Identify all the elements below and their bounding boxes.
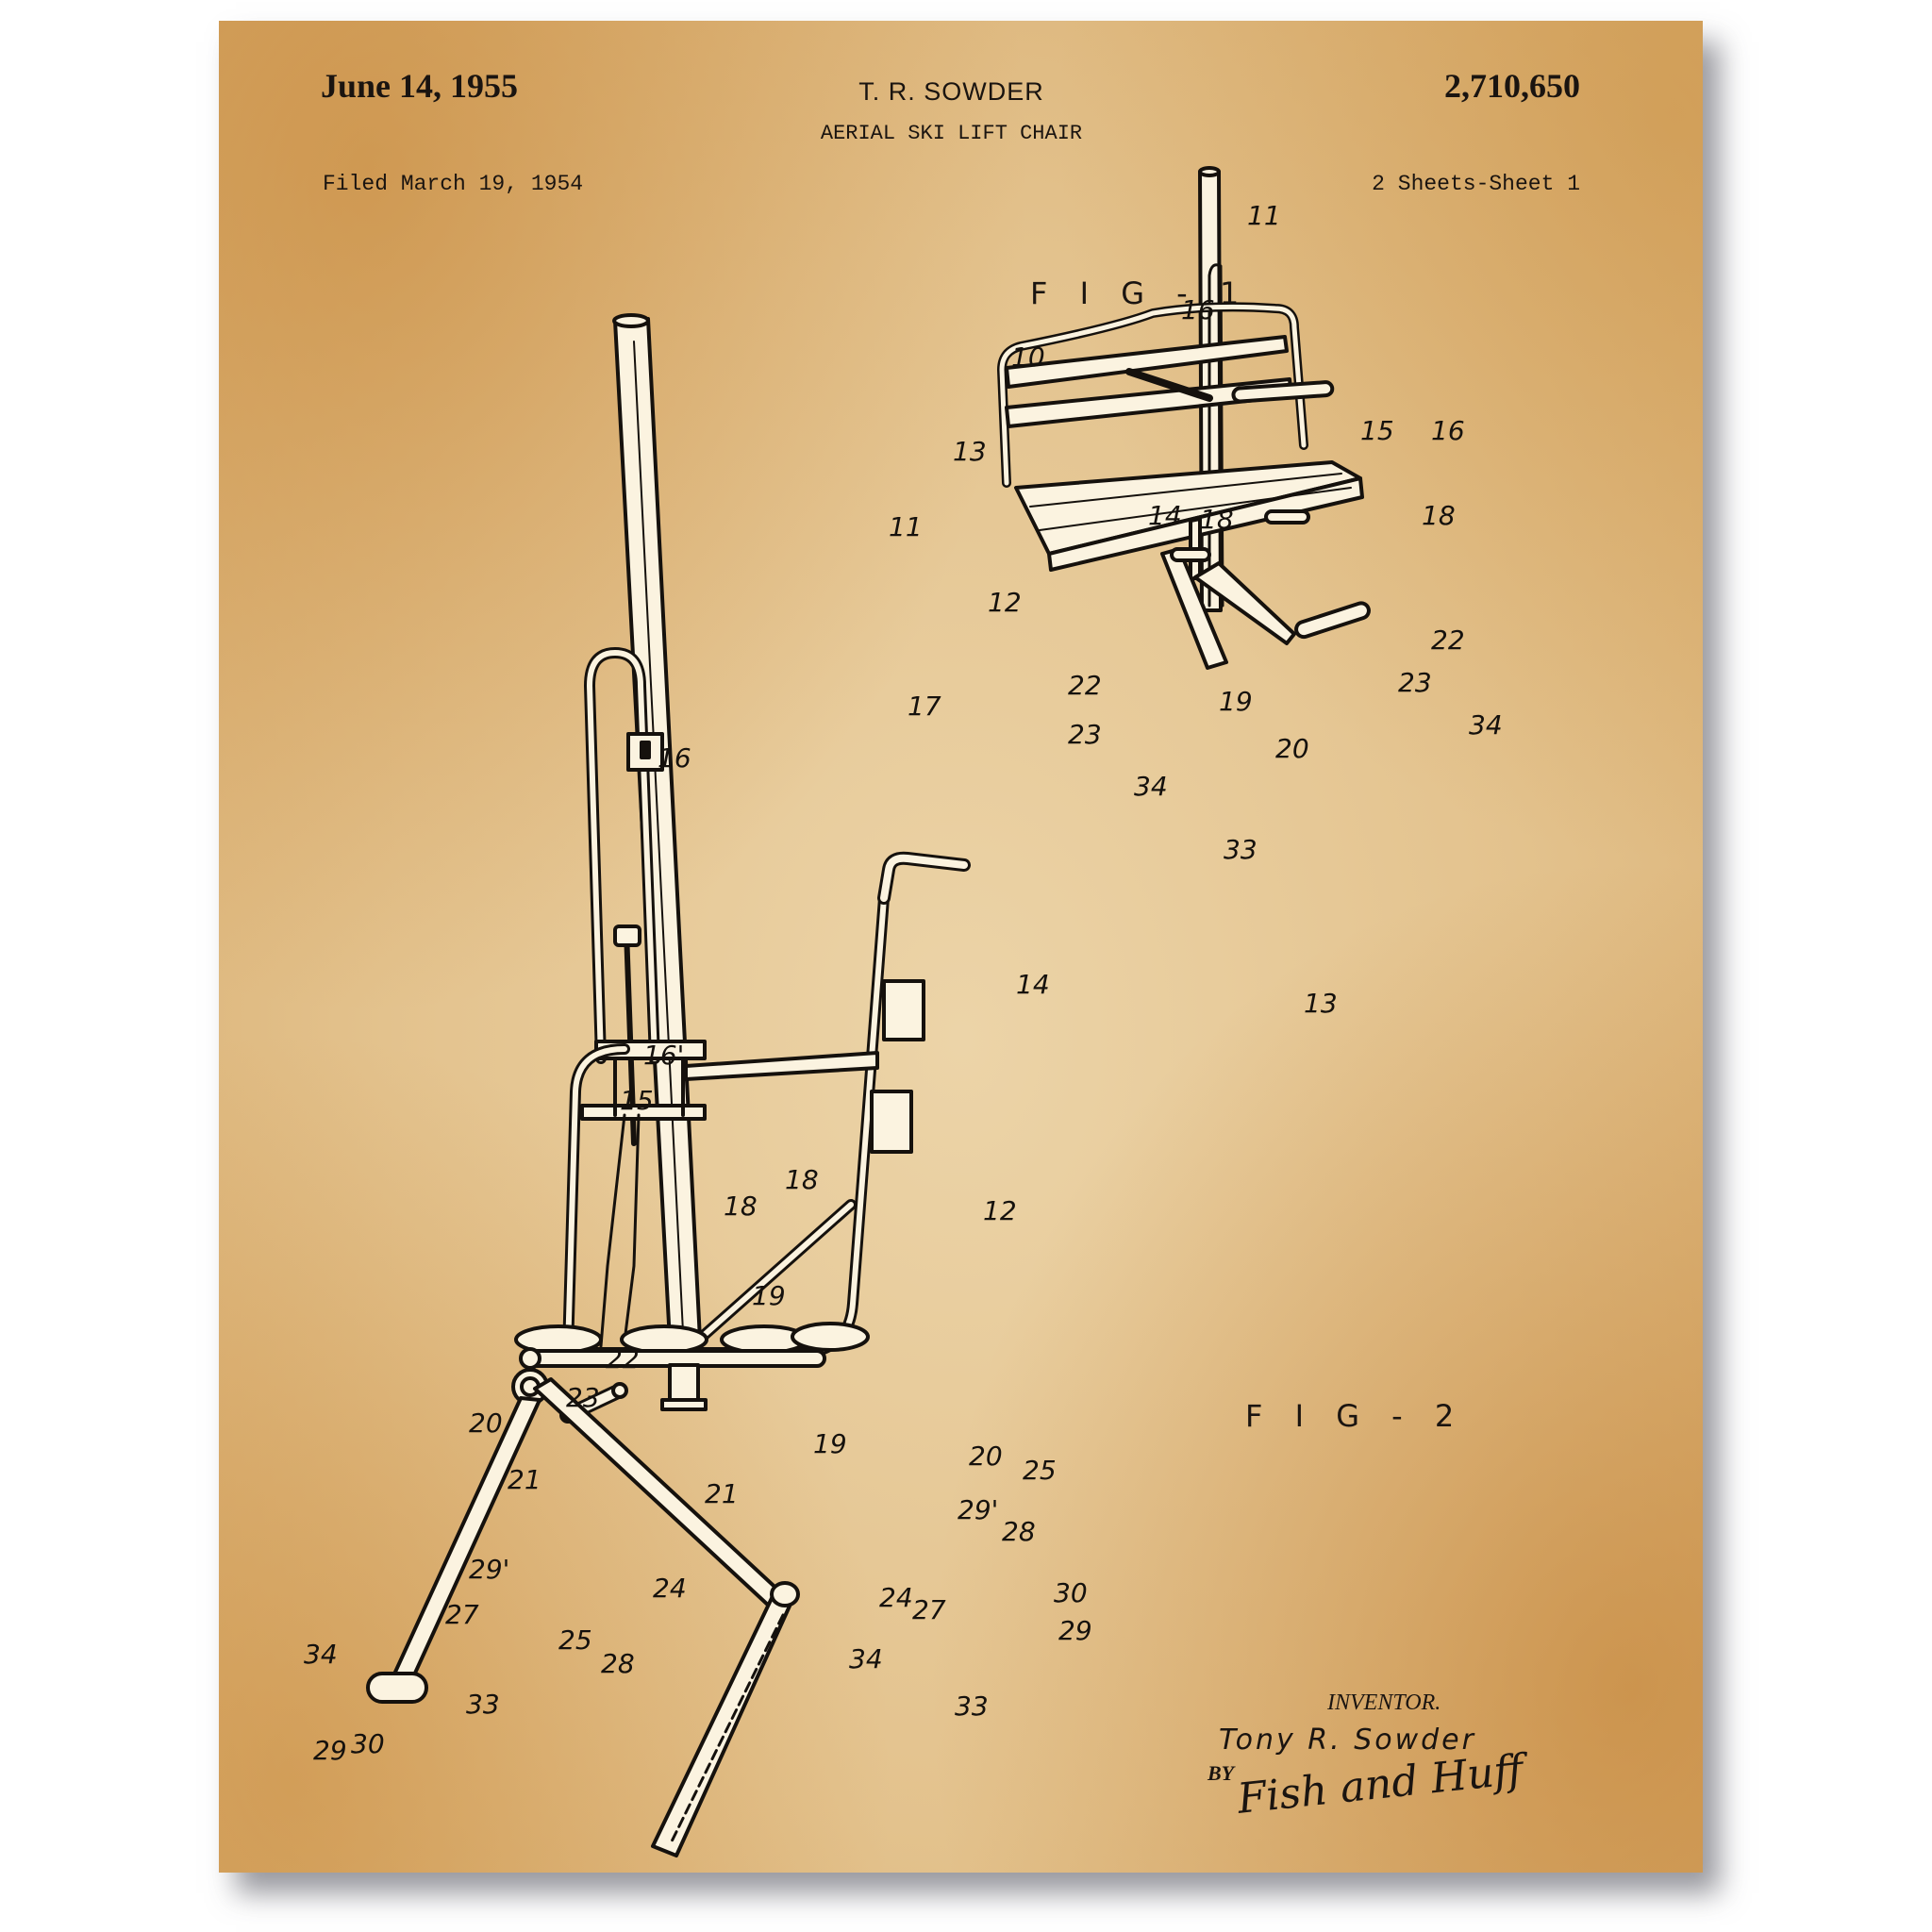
fig1-callout: 18 bbox=[1200, 504, 1234, 535]
fig2-callout: 30 bbox=[351, 1728, 385, 1759]
fig2-callout: 20 bbox=[969, 1441, 1003, 1472]
fig2-callout: 27 bbox=[445, 1599, 479, 1630]
fig2-callout: 13 bbox=[1304, 988, 1338, 1019]
fig2-callout: 22 bbox=[606, 1343, 640, 1374]
fig2-callout: 33 bbox=[466, 1689, 500, 1720]
filed-date: Filed March 19, 1954 bbox=[323, 172, 584, 196]
fig2-callout: 12 bbox=[983, 1195, 1017, 1226]
fig2-callout: 11 bbox=[889, 511, 923, 542]
patent-drawing bbox=[366, 166, 1371, 1857]
fig2-callout: 34 bbox=[304, 1639, 338, 1670]
fig1-callout: 10 bbox=[1011, 341, 1045, 373]
figure-2-label: F I G - 2 bbox=[1245, 1398, 1466, 1434]
fig1-callout: 16 bbox=[1181, 294, 1215, 325]
fig2-callout: 27 bbox=[912, 1594, 946, 1625]
fig2-callout: 17 bbox=[908, 691, 941, 722]
fig2-callout: 28 bbox=[601, 1648, 635, 1679]
by-label: BY bbox=[1208, 1761, 1235, 1785]
fig2-callout: 19 bbox=[752, 1280, 786, 1311]
fig1-callout: 15 bbox=[1360, 415, 1394, 446]
fig2-callout: 33 bbox=[955, 1690, 989, 1722]
fig2-callout: 16' bbox=[643, 1040, 685, 1071]
fig1-callout: 14 bbox=[1148, 500, 1182, 531]
hanger-pole-11 bbox=[612, 313, 702, 1343]
fig2-callout: 15 bbox=[620, 1085, 654, 1116]
fig2-callout: 18 bbox=[785, 1164, 819, 1195]
fig1-callout: 20 bbox=[1275, 733, 1309, 764]
fig1-callout: 23 bbox=[1398, 667, 1432, 698]
fig2-callout: 29' bbox=[469, 1554, 510, 1585]
fig2-callout: 21 bbox=[705, 1478, 739, 1509]
fig1-callout: 19 bbox=[1219, 686, 1253, 717]
fig2-callout: 18 bbox=[724, 1191, 758, 1222]
fig2-callout: 24 bbox=[879, 1582, 913, 1613]
fig2-callout: 29 bbox=[1058, 1615, 1092, 1646]
fig2-callout: 25 bbox=[558, 1624, 592, 1656]
fig2-callout: 30 bbox=[1054, 1577, 1088, 1608]
fig2-callout: 14 bbox=[1016, 969, 1050, 1000]
inventor-label: INVENTOR. bbox=[1327, 1690, 1441, 1715]
fig2-callout: 29' bbox=[958, 1494, 999, 1525]
fig2-callout: 25 bbox=[1023, 1455, 1057, 1486]
fig1-callout: 18 bbox=[1422, 500, 1456, 531]
fig1-callout: 34 bbox=[1134, 771, 1168, 802]
fig1-callout: 23 bbox=[1068, 719, 1102, 750]
fig1-callout: 22 bbox=[1431, 625, 1465, 656]
inventor-name: Tony R. Sowder bbox=[1219, 1724, 1476, 1757]
fig2-callout: 29 bbox=[313, 1735, 347, 1766]
patent-number: 2,710,650 bbox=[1444, 67, 1580, 105]
fig2-callout: 20 bbox=[469, 1407, 503, 1439]
fig1-callout: 12 bbox=[988, 587, 1022, 618]
fig1-callout: 13 bbox=[953, 436, 987, 467]
fig1-callout: 16 bbox=[1431, 415, 1465, 446]
fig2-callout: 16 bbox=[658, 742, 691, 774]
fig1-callout: 33 bbox=[1224, 834, 1257, 865]
sheet-count: 2 Sheets-Sheet 1 bbox=[1372, 172, 1580, 196]
patent-poster: June 14, 1955 T. R. SOWDER 2,710,650 AER… bbox=[219, 21, 1703, 1873]
fig2-callout: 28 bbox=[1002, 1516, 1036, 1547]
inventor-header: T. R. SOWDER bbox=[858, 77, 1044, 106]
fig2-callout: 19 bbox=[813, 1428, 847, 1459]
patent-date: June 14, 1955 bbox=[321, 67, 519, 105]
fig1-callout: 22 bbox=[1068, 670, 1102, 701]
fig2-callout: 23 bbox=[566, 1382, 600, 1413]
fig2-callout: 24 bbox=[653, 1573, 687, 1604]
fig1-callout: 34 bbox=[1469, 709, 1503, 741]
patent-title: AERIAL SKI LIFT CHAIR bbox=[820, 122, 1083, 145]
fig2-callout: 34 bbox=[849, 1643, 883, 1674]
fig2-callout: 21 bbox=[508, 1464, 541, 1495]
fig1-callout: 11 bbox=[1247, 200, 1281, 231]
